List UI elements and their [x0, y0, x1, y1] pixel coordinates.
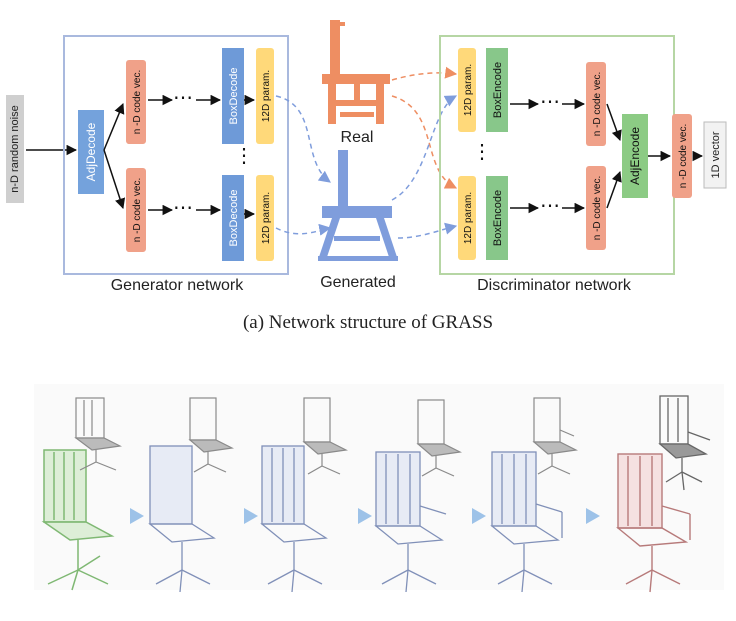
ellipsis-disc-top: ⋯ — [540, 91, 560, 113]
chair-gray-small-1 — [74, 397, 122, 471]
chair-blue-wireframe-2 — [260, 445, 328, 593]
chair-green-wireframe — [41, 449, 115, 591]
code-vec-block-disc-top — [586, 62, 606, 146]
chair-gray-small-3 — [302, 397, 348, 475]
ellipsis-gen-bottom: ⋯ — [173, 197, 193, 219]
adj-decode-label: AdjDecode — [84, 122, 98, 181]
code-vec-block-disc-bottom — [586, 166, 606, 250]
real-to-param-bottom-arrow — [391, 95, 458, 189]
param-block-disc-top — [458, 48, 476, 132]
output-box — [703, 121, 727, 189]
sequence-arrow-5 — [586, 508, 600, 524]
chair-blue-wireframe-4 — [490, 451, 563, 593]
generated-to-param-bottom-arrow — [397, 222, 458, 239]
chair-gray-dark-small — [658, 395, 711, 491]
box-encode-block-bottom — [486, 176, 508, 260]
sequence-arrow-2 — [244, 508, 258, 524]
box-decode-label-top: BoxDecode — [228, 68, 240, 125]
real-label: Real — [341, 129, 374, 146]
chair-gray-small-2 — [188, 397, 234, 473]
gen-to-chair-arrow-bottom — [275, 223, 332, 236]
codevec-bottom-to-adjencode-arrow — [606, 171, 622, 209]
adj-decode-block — [78, 110, 104, 194]
adj-to-top-arrow — [103, 103, 125, 151]
generated-to-param-top-arrow — [391, 95, 458, 201]
adj-to-bottom-arrow — [103, 149, 126, 209]
vellipsis-gen: ⋮ — [234, 145, 254, 167]
noise-box — [6, 95, 24, 203]
ellipsis-gen-top: ⋯ — [173, 87, 193, 109]
generator-frame — [63, 35, 289, 275]
param-label-gen-bottom: 12D param. — [261, 192, 272, 244]
param-block-gen-top — [256, 48, 274, 144]
real-to-param-top-arrow — [391, 66, 458, 81]
output-label: 1D vector — [710, 131, 722, 178]
param-label-gen-top: 12D param. — [261, 70, 272, 122]
code-vec-block-out — [672, 114, 692, 198]
box-encode-label-bottom: BoxEncode — [492, 190, 504, 246]
generated-chair — [318, 150, 398, 261]
ellipsis-disc-bottom: ⋯ — [540, 195, 560, 217]
box-encode-block-top — [486, 48, 508, 132]
sequence-arrow-3 — [358, 508, 372, 524]
sequence-arrow-4 — [472, 508, 486, 524]
sequence-arrow-1 — [130, 508, 144, 524]
code-vec-block-bottom — [126, 168, 146, 252]
param-label-disc-top: 12D param. — [463, 64, 474, 116]
code-vec-label-disc-bottom: n -D code vec. — [592, 176, 603, 240]
code-vec-label-out: n -D code vec. — [678, 124, 689, 188]
code-vec-label-top: n -D code vec. — [132, 70, 143, 134]
param-block-disc-bottom — [458, 176, 476, 260]
vellipsis-disc: ⋮ — [472, 141, 492, 163]
chair-blue-wireframe-1 — [148, 445, 216, 593]
box-encode-label-top: BoxEncode — [492, 62, 504, 118]
chair-red-wireframe — [616, 453, 691, 593]
code-vec-block-top — [126, 60, 146, 144]
code-vec-label-bottom: n -D code vec. — [132, 178, 143, 242]
figure-caption: (a) Network structure of GRASS — [242, 312, 494, 333]
param-block-gen-bottom — [256, 175, 274, 261]
box-decode-label-bottom: BoxDecode — [228, 190, 240, 247]
generated-label: Generated — [320, 274, 396, 291]
codevec-top-to-adjencode-arrow — [606, 103, 622, 141]
box-decode-block-bottom — [222, 175, 244, 261]
gen-to-chair-arrow-top — [275, 95, 331, 183]
box-decode-block-top — [222, 48, 244, 144]
noise-label: n-D random noise — [9, 105, 21, 192]
param-label-disc-bottom: 12D param. — [463, 192, 474, 244]
chair-gray-small-5 — [532, 397, 578, 475]
adj-encode-label: AdjEncode — [628, 127, 642, 185]
real-chair — [322, 20, 390, 124]
discriminator-label: Discriminator network — [477, 277, 632, 294]
adj-encode-block — [622, 114, 648, 198]
chair-gray-small-4 — [416, 399, 462, 477]
chair-blue-wireframe-3 — [374, 451, 447, 593]
code-vec-label-disc-top: n -D code vec. — [592, 72, 603, 136]
generator-label: Generator network — [111, 277, 245, 294]
